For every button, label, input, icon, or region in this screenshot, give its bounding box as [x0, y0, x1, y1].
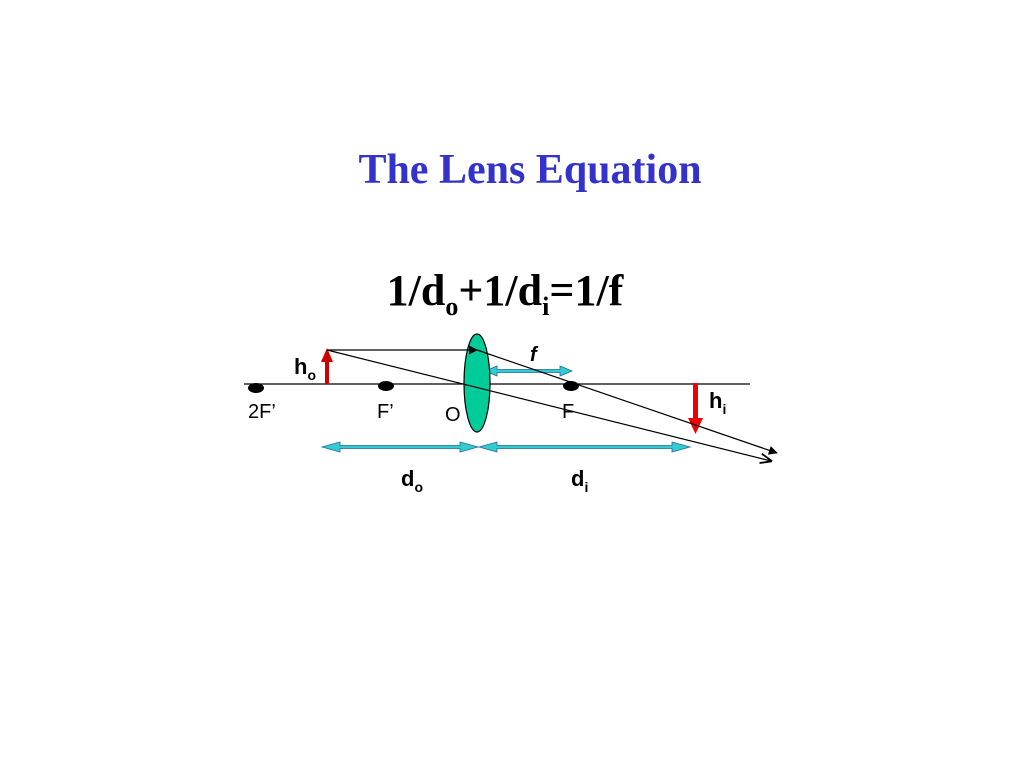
label-image-distance-sub: i [584, 479, 588, 495]
label-image-height-base: h [709, 388, 722, 413]
label-image-distance: di [571, 466, 588, 495]
label-origin: O [445, 404, 461, 426]
equation-sub-i: i [542, 292, 550, 321]
point-marker-2f-prime [248, 383, 264, 393]
label-object-height-base: h [294, 354, 307, 379]
label-f: F [562, 401, 574, 423]
ray-refracted-through-focus [476, 349, 778, 455]
label-image-height-sub: i [722, 401, 726, 417]
image-arrow [688, 383, 703, 434]
label-object-height: ho [294, 354, 316, 383]
object-distance-arrow [320, 441, 480, 453]
equation-part-3: =1/f [549, 266, 624, 315]
label-image-height: hi [709, 388, 726, 417]
equation-part-2: +1/d [458, 266, 543, 315]
object-arrow [321, 348, 333, 384]
label-object-distance-sub: o [414, 479, 423, 495]
ray-through-center [326, 349, 771, 461]
slide-title: The Lens Equation [358, 147, 702, 193]
equation-part-1: 1/d [386, 266, 446, 315]
label-object-distance-base: d [401, 466, 414, 491]
label-image-distance-base: d [571, 466, 584, 491]
lens-equation: 1/do+1/di=1/f [0, 264, 1010, 334]
label-focal-length: f [530, 344, 539, 366]
label-object-height-sub: o [307, 367, 316, 383]
label-2f-prime: 2F’ [248, 401, 276, 423]
focal-length-arrow [483, 365, 574, 377]
image-distance-arrow [477, 441, 692, 453]
equation-sub-o: o [445, 292, 459, 321]
point-marker-f-prime [378, 381, 394, 391]
label-f-prime: F’ [377, 401, 394, 423]
label-object-distance: do [401, 466, 423, 495]
converging-lens [463, 333, 491, 433]
